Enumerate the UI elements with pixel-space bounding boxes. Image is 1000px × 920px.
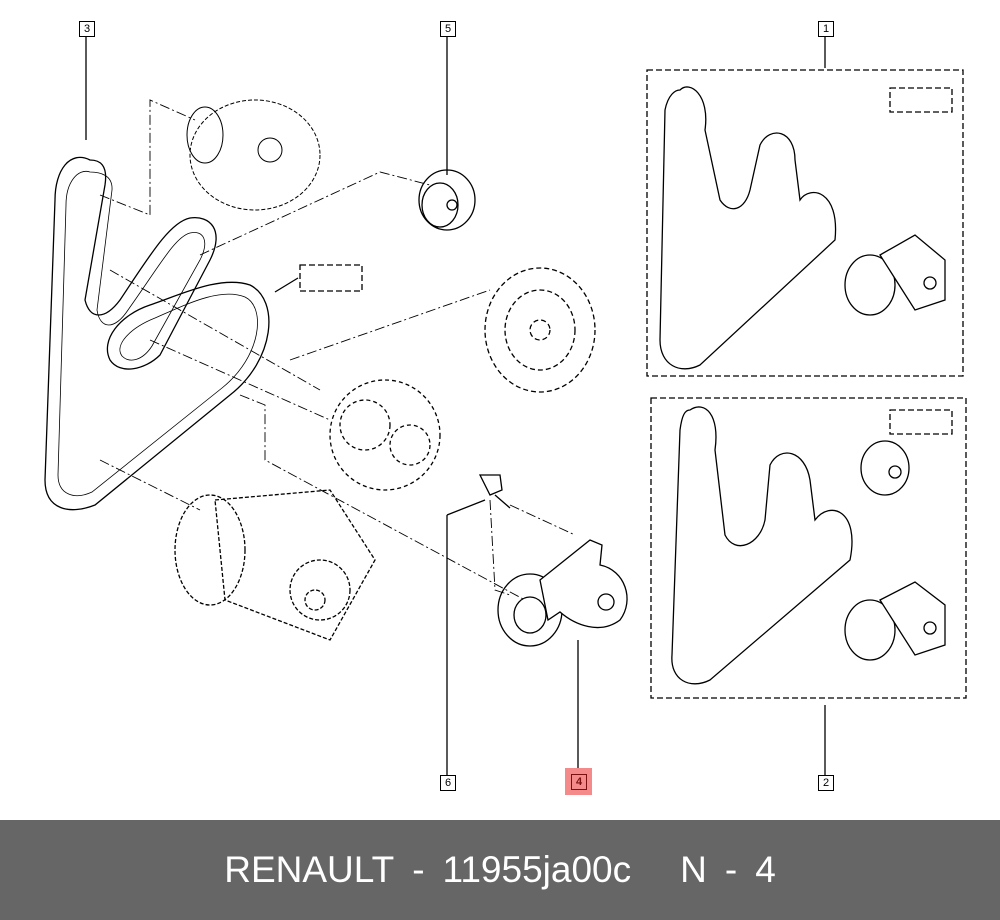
brand: RENAULT: [224, 849, 395, 890]
dash-lines: [99, 99, 576, 601]
callout-1[interactable]: 1: [818, 21, 834, 37]
kit-2-panel: [650, 397, 967, 699]
callout-4[interactable]: 4: [571, 774, 587, 790]
alternator: [186, 99, 321, 211]
note-arrow: [274, 277, 299, 293]
crankshaft-pulley: [484, 267, 596, 393]
ref-number: 4: [755, 849, 776, 890]
callout-5[interactable]: 5: [440, 21, 456, 37]
note-box: [299, 264, 363, 292]
tensioner: [478, 474, 628, 647]
ref-prefix: N: [680, 849, 707, 890]
callout-3[interactable]: 3: [79, 21, 95, 37]
water-pump: [329, 379, 441, 491]
callout-2[interactable]: 2: [818, 775, 834, 791]
idler-pulley: [418, 169, 476, 231]
callout-6[interactable]: 6: [440, 775, 456, 791]
main-belt: [44, 156, 270, 511]
ref-separator: -: [724, 849, 738, 890]
ac-compressor: [174, 489, 376, 641]
separator: -: [412, 849, 425, 890]
belt-drive-exploded-diagram: [44, 36, 967, 775]
kit-1-panel: [646, 69, 964, 377]
part-number: 11955ja00c: [442, 849, 632, 890]
leader-lines: [85, 36, 826, 775]
